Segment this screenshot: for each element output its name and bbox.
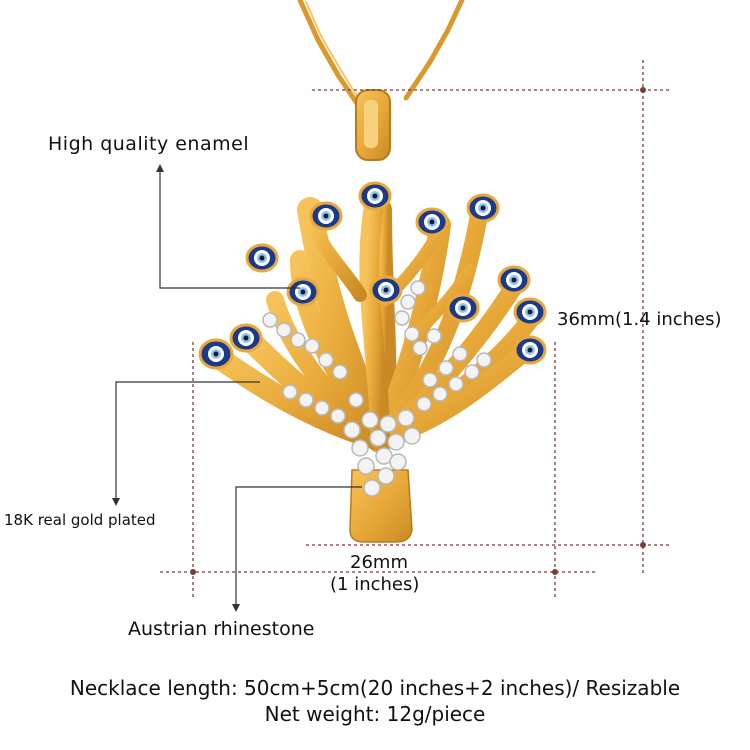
dimension-end-marks	[190, 87, 646, 575]
label-rhinestone: Austrian rhinestone	[128, 618, 315, 640]
enamel-eye-beads	[198, 181, 547, 370]
label-enamel: High quality enamel	[48, 133, 250, 155]
pendant-bail	[355, 89, 391, 161]
dimension-height-label: 36mm(1.4 inches)	[557, 309, 722, 330]
dimension-lines	[160, 60, 672, 600]
callout-gold-line	[115, 381, 260, 500]
dimension-width-inches-label: (1 inches)	[330, 574, 420, 595]
necklace-chain	[297, 0, 465, 111]
callout-enamel-line	[159, 170, 300, 289]
callout-rhinestone-line	[235, 486, 362, 606]
tree-pendant	[198, 181, 547, 568]
net-weight-text: Net weight: 12g/piece	[264, 702, 486, 726]
necklace-length-text: Necklace length: 50cm+5cm(20 inches+2 in…	[69, 676, 681, 700]
callout-arrowheads	[112, 164, 240, 612]
label-gold-plated: 18K real gold plated	[4, 511, 156, 529]
callout-lines	[115, 170, 362, 606]
rhinestone-cluster	[262, 280, 492, 497]
dimension-width-label: 26mm	[350, 552, 408, 573]
